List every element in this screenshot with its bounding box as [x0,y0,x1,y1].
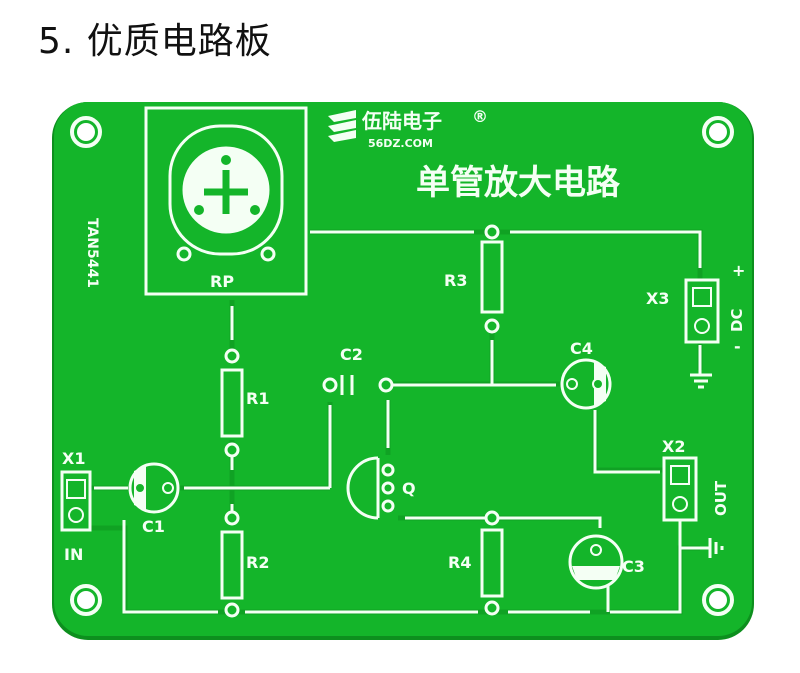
label-out: OUT [712,480,730,516]
label-plus: + [732,261,745,280]
label-x1: X1 [62,449,85,468]
label-dc: DC [728,309,746,332]
pcb-surface [54,102,752,636]
resistor-pads [224,224,500,618]
label-rp: RP [210,272,234,291]
page-heading: 5. 优质电路板 [38,21,272,62]
label-c2: C2 [340,345,363,364]
board-title: 单管放大电路 [416,163,621,203]
label-minus: - [734,337,741,356]
silkscreen-lines [94,106,710,614]
label-r3: R3 [444,271,467,290]
label-c3: C3 [622,557,645,576]
label-x2: X2 [662,437,685,456]
brand-url: 56DZ.COM [368,137,433,150]
transistor-q [346,456,395,520]
label-x3: X3 [646,289,669,308]
label-r1: R1 [246,389,269,408]
label-in: IN [64,545,83,564]
resistors [220,240,504,600]
label-q: Q [402,479,416,498]
label-r4: R4 [448,553,471,572]
board-model: TAN5441 [84,218,100,288]
label-c1: C1 [142,517,165,536]
label-c4: C4 [570,339,593,358]
brand-logo-mark [328,110,356,142]
rp-potentiometer [176,146,276,262]
brand-name: 伍陆电子 [361,109,442,133]
brand-registered-mark: ® [472,107,488,126]
label-r2: R2 [246,553,269,572]
ground-symbols [690,373,724,558]
